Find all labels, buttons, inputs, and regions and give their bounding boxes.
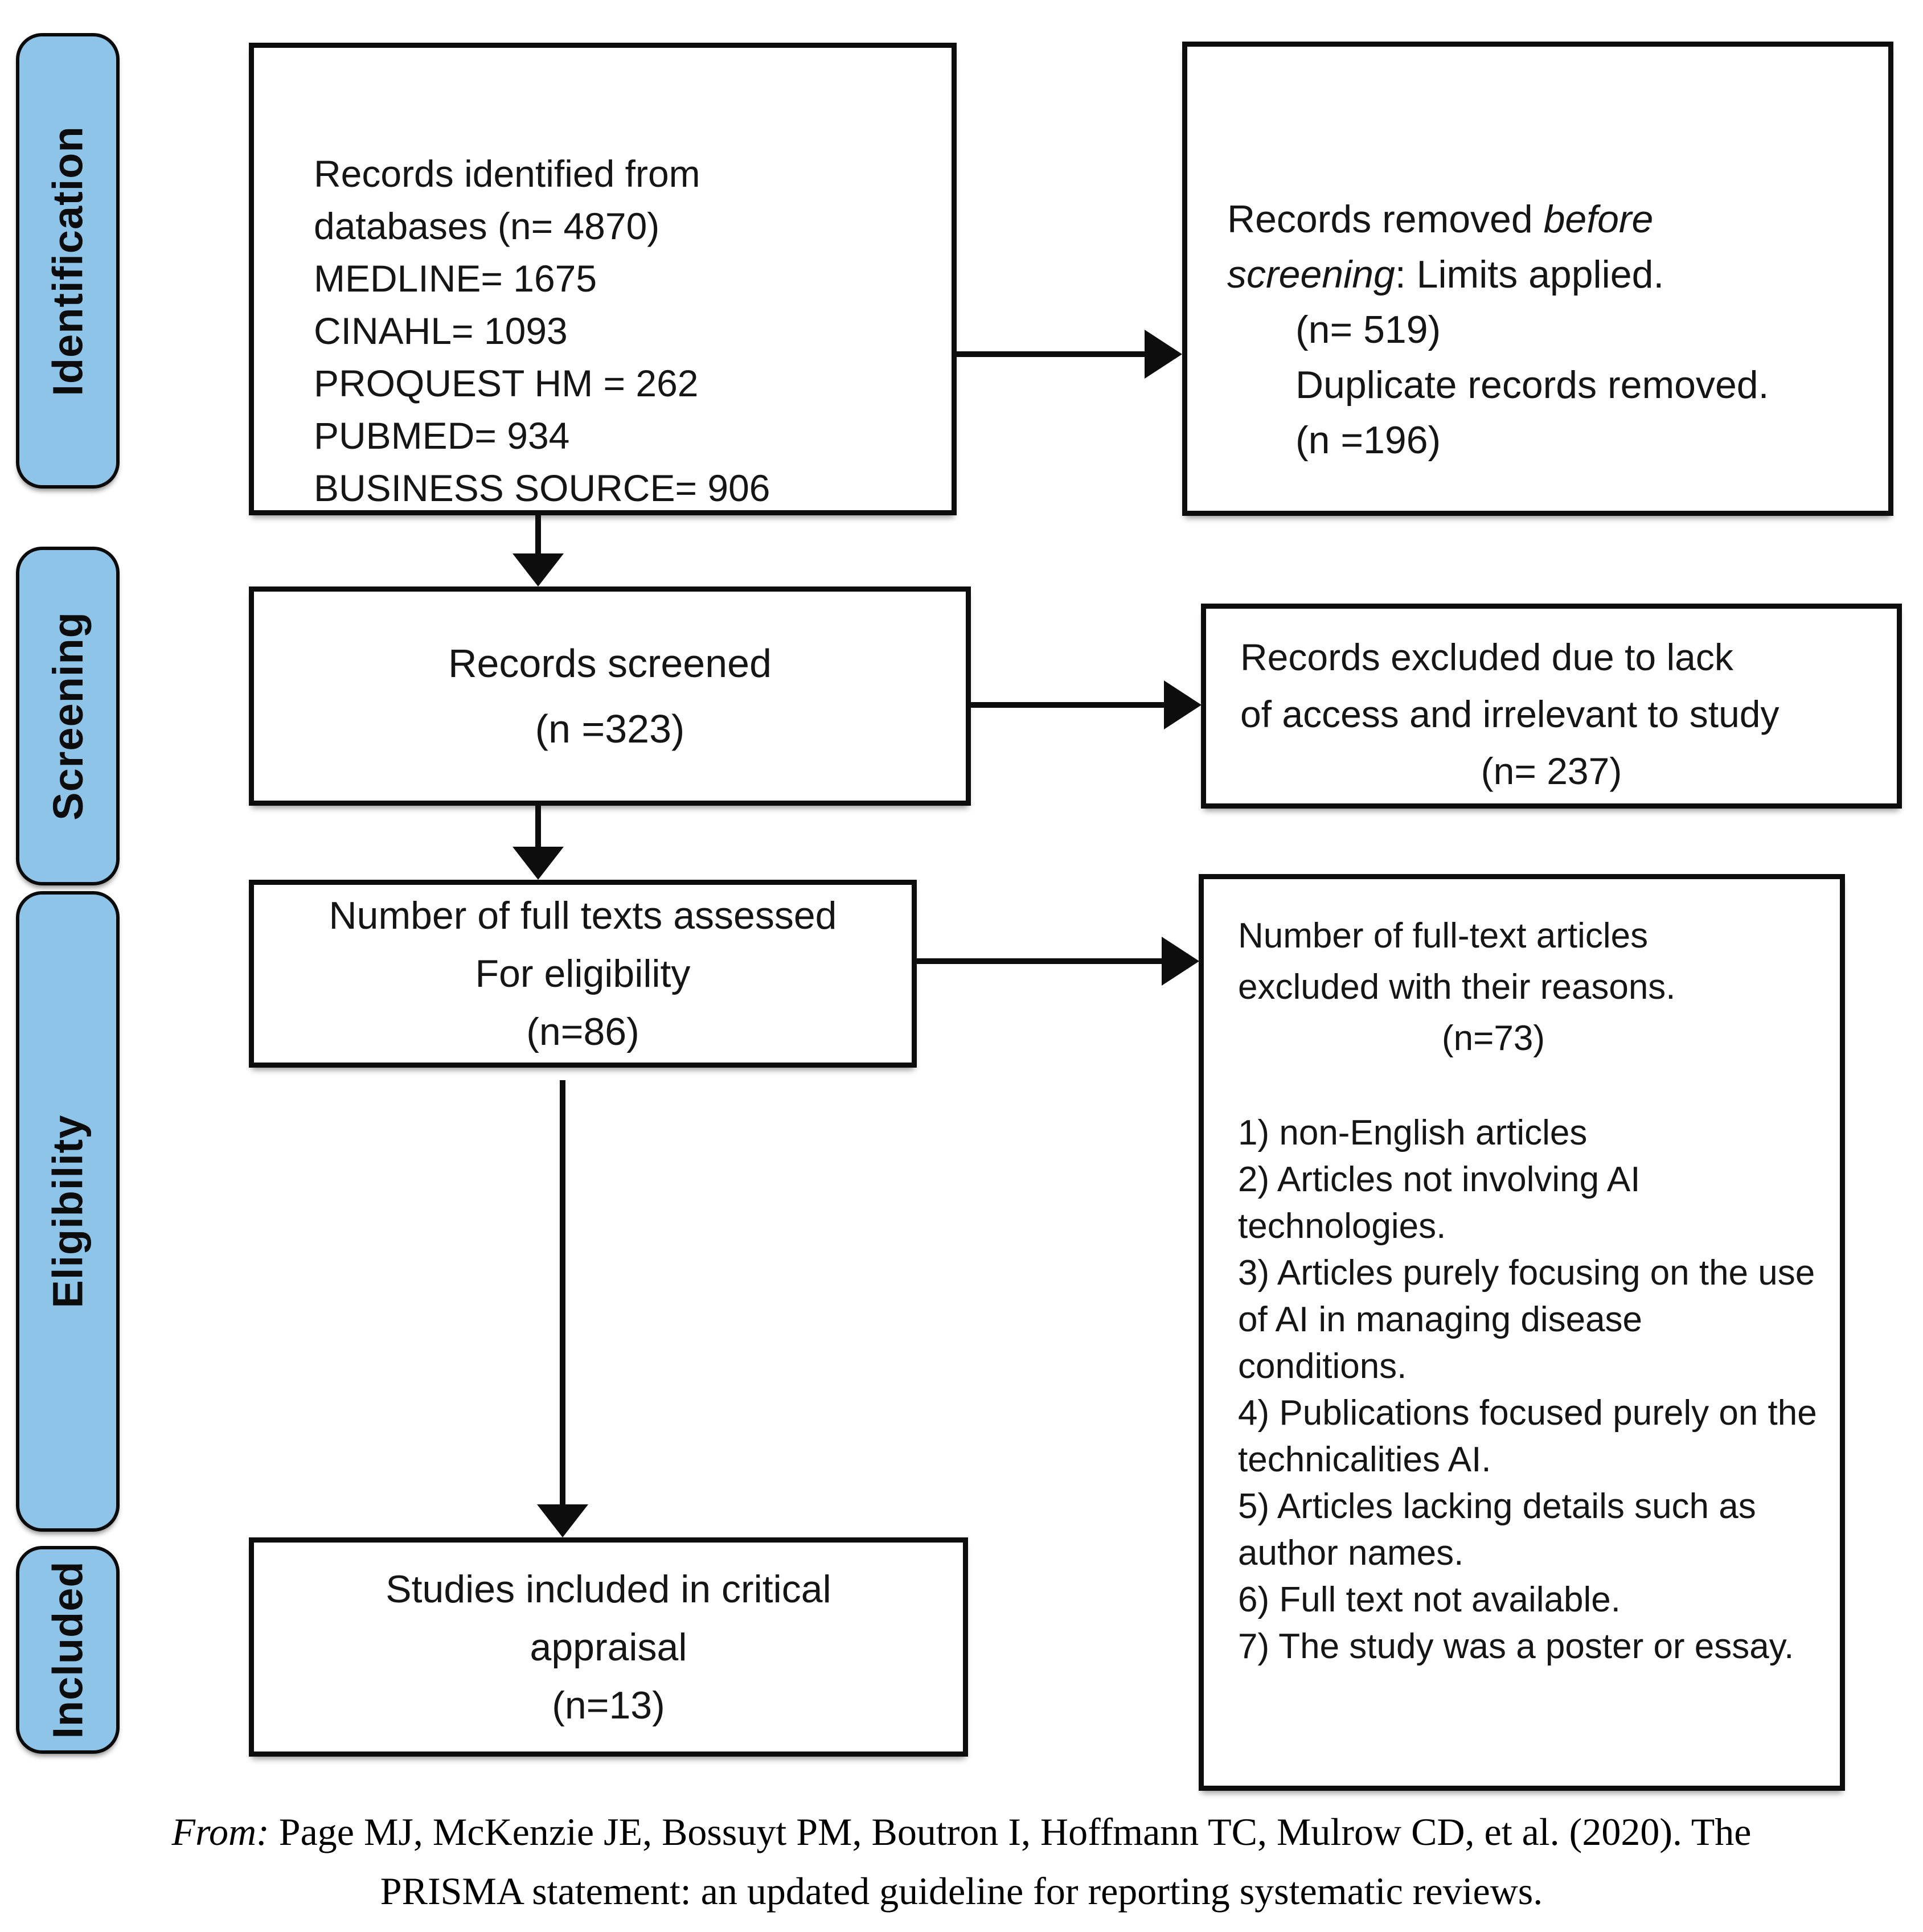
stage-label-included: Included — [44, 1561, 92, 1739]
identified-line: MEDLINE= 1675 — [314, 257, 597, 300]
arrow-shaft — [916, 958, 1163, 964]
excluded-screening-n: (n= 237) — [1481, 750, 1622, 792]
exclusion-reason: 7) The study was a poster or essay. — [1238, 1627, 1794, 1666]
identified-line: PUBMED= 934 — [314, 415, 570, 457]
identified-line: PROQUEST HM = 262 — [314, 362, 699, 404]
exclusion-reason: 3) Articles purely focusing on the use o… — [1238, 1253, 1815, 1386]
included-line: (n=13) — [552, 1683, 665, 1727]
screened-line: (n =323) — [535, 706, 685, 751]
box-fulltext-assessed: Number of full texts assessed For eligib… — [249, 880, 917, 1068]
box-records-excluded-screening: Records excluded due to lack of access a… — [1201, 604, 1902, 809]
reasons-spacer — [1238, 1064, 1817, 1110]
removed-detail-line: (n =196) — [1295, 419, 1441, 462]
arrow-shaft — [535, 514, 541, 557]
box-records-identified: Records identified from databases (n= 48… — [249, 43, 957, 515]
arrow-head — [1162, 937, 1199, 986]
caption-line-2: PRISMA statement: an updated guideline f… — [380, 1869, 1543, 1913]
exclusion-reason: 2) Articles not involving AI technologie… — [1238, 1160, 1641, 1246]
exclusion-reason: 4) Publications focused purely on the te… — [1238, 1393, 1817, 1479]
reasons-header-line: excluded with their reasons. — [1238, 967, 1676, 1007]
removed-line2-normal: : Limits applied. — [1395, 253, 1664, 296]
identified-line: CINAHL= 1093 — [314, 310, 568, 352]
arrow-shaft — [560, 1080, 565, 1506]
sidebar-stage-identification: Identification — [16, 33, 120, 489]
fulltext-line: Number of full texts assessed — [329, 894, 837, 937]
sidebar-stage-eligibility: Eligibility — [16, 891, 120, 1532]
stage-label-identification: Identification — [44, 125, 92, 396]
fulltext-line: For eligibility — [475, 952, 691, 995]
arrow-head — [537, 1504, 588, 1537]
excluded-screening-line: of access and irrelevant to study — [1240, 693, 1780, 735]
screened-line: Records screened — [448, 641, 772, 686]
identified-line: BUSINESS SOURCE= 906 — [314, 467, 770, 509]
caption-from-italic: From: — [171, 1810, 269, 1853]
arrow-head — [512, 553, 564, 586]
stage-label-screening: Screening — [44, 612, 92, 821]
removed-line2-italic: screening — [1227, 253, 1395, 296]
identified-line: databases (n= 4870) — [314, 205, 660, 247]
arrow-head — [512, 847, 564, 880]
box-studies-included: Studies included in critical appraisal (… — [249, 1537, 968, 1757]
fulltext-line: (n=86) — [526, 1010, 639, 1053]
caption-line-1: From: Page MJ, McKenzie JE, Bossuyt PM, … — [0, 1802, 1923, 1861]
caption-line1-rest: Page MJ, McKenzie JE, Bossuyt PM, Boutro… — [269, 1810, 1752, 1853]
stage-label-eligibility: Eligibility — [44, 1114, 92, 1308]
included-line: Studies included in critical — [386, 1567, 831, 1611]
citation-caption: From: Page MJ, McKenzie JE, Bossuyt PM, … — [0, 1802, 1923, 1921]
arrow-head — [1145, 330, 1182, 379]
arrow-shaft — [956, 351, 1146, 357]
removed-detail-line: (n= 519) — [1295, 308, 1441, 351]
included-line: appraisal — [530, 1625, 687, 1669]
exclusion-reason: 6) Full text not available. — [1238, 1580, 1621, 1619]
removed-line1-normal: Records removed — [1227, 198, 1544, 241]
removed-line-2: screening: Limits applied. — [1227, 247, 1871, 302]
box-records-removed: Records removed before screening: Limits… — [1182, 42, 1893, 516]
reasons-n: (n=73) — [1442, 1019, 1545, 1058]
sidebar-stage-included: Included — [16, 1546, 120, 1754]
excluded-screening-line: Records excluded due to lack — [1240, 636, 1733, 678]
exclusion-reason: 1) non-English articles — [1238, 1113, 1588, 1152]
arrow-shaft — [970, 702, 1165, 708]
removed-line-1: Records removed before — [1227, 192, 1871, 247]
arrow-head — [1164, 680, 1202, 729]
sidebar-stage-screening: Screening — [16, 547, 120, 885]
box-records-screened: Records screened (n =323) — [249, 586, 971, 806]
reasons-header-line: Number of full-text articles — [1238, 916, 1649, 955]
arrow-shaft — [535, 805, 541, 849]
box-fulltext-excluded: Number of full-text articles excluded wi… — [1199, 874, 1845, 1791]
identified-line: Records identified from — [314, 153, 700, 195]
removed-detail-line: Duplicate records removed. — [1295, 363, 1769, 407]
removed-line1-italic: before — [1543, 198, 1654, 241]
exclusion-reason: 5) Articles lacking details such as auth… — [1238, 1487, 1756, 1573]
